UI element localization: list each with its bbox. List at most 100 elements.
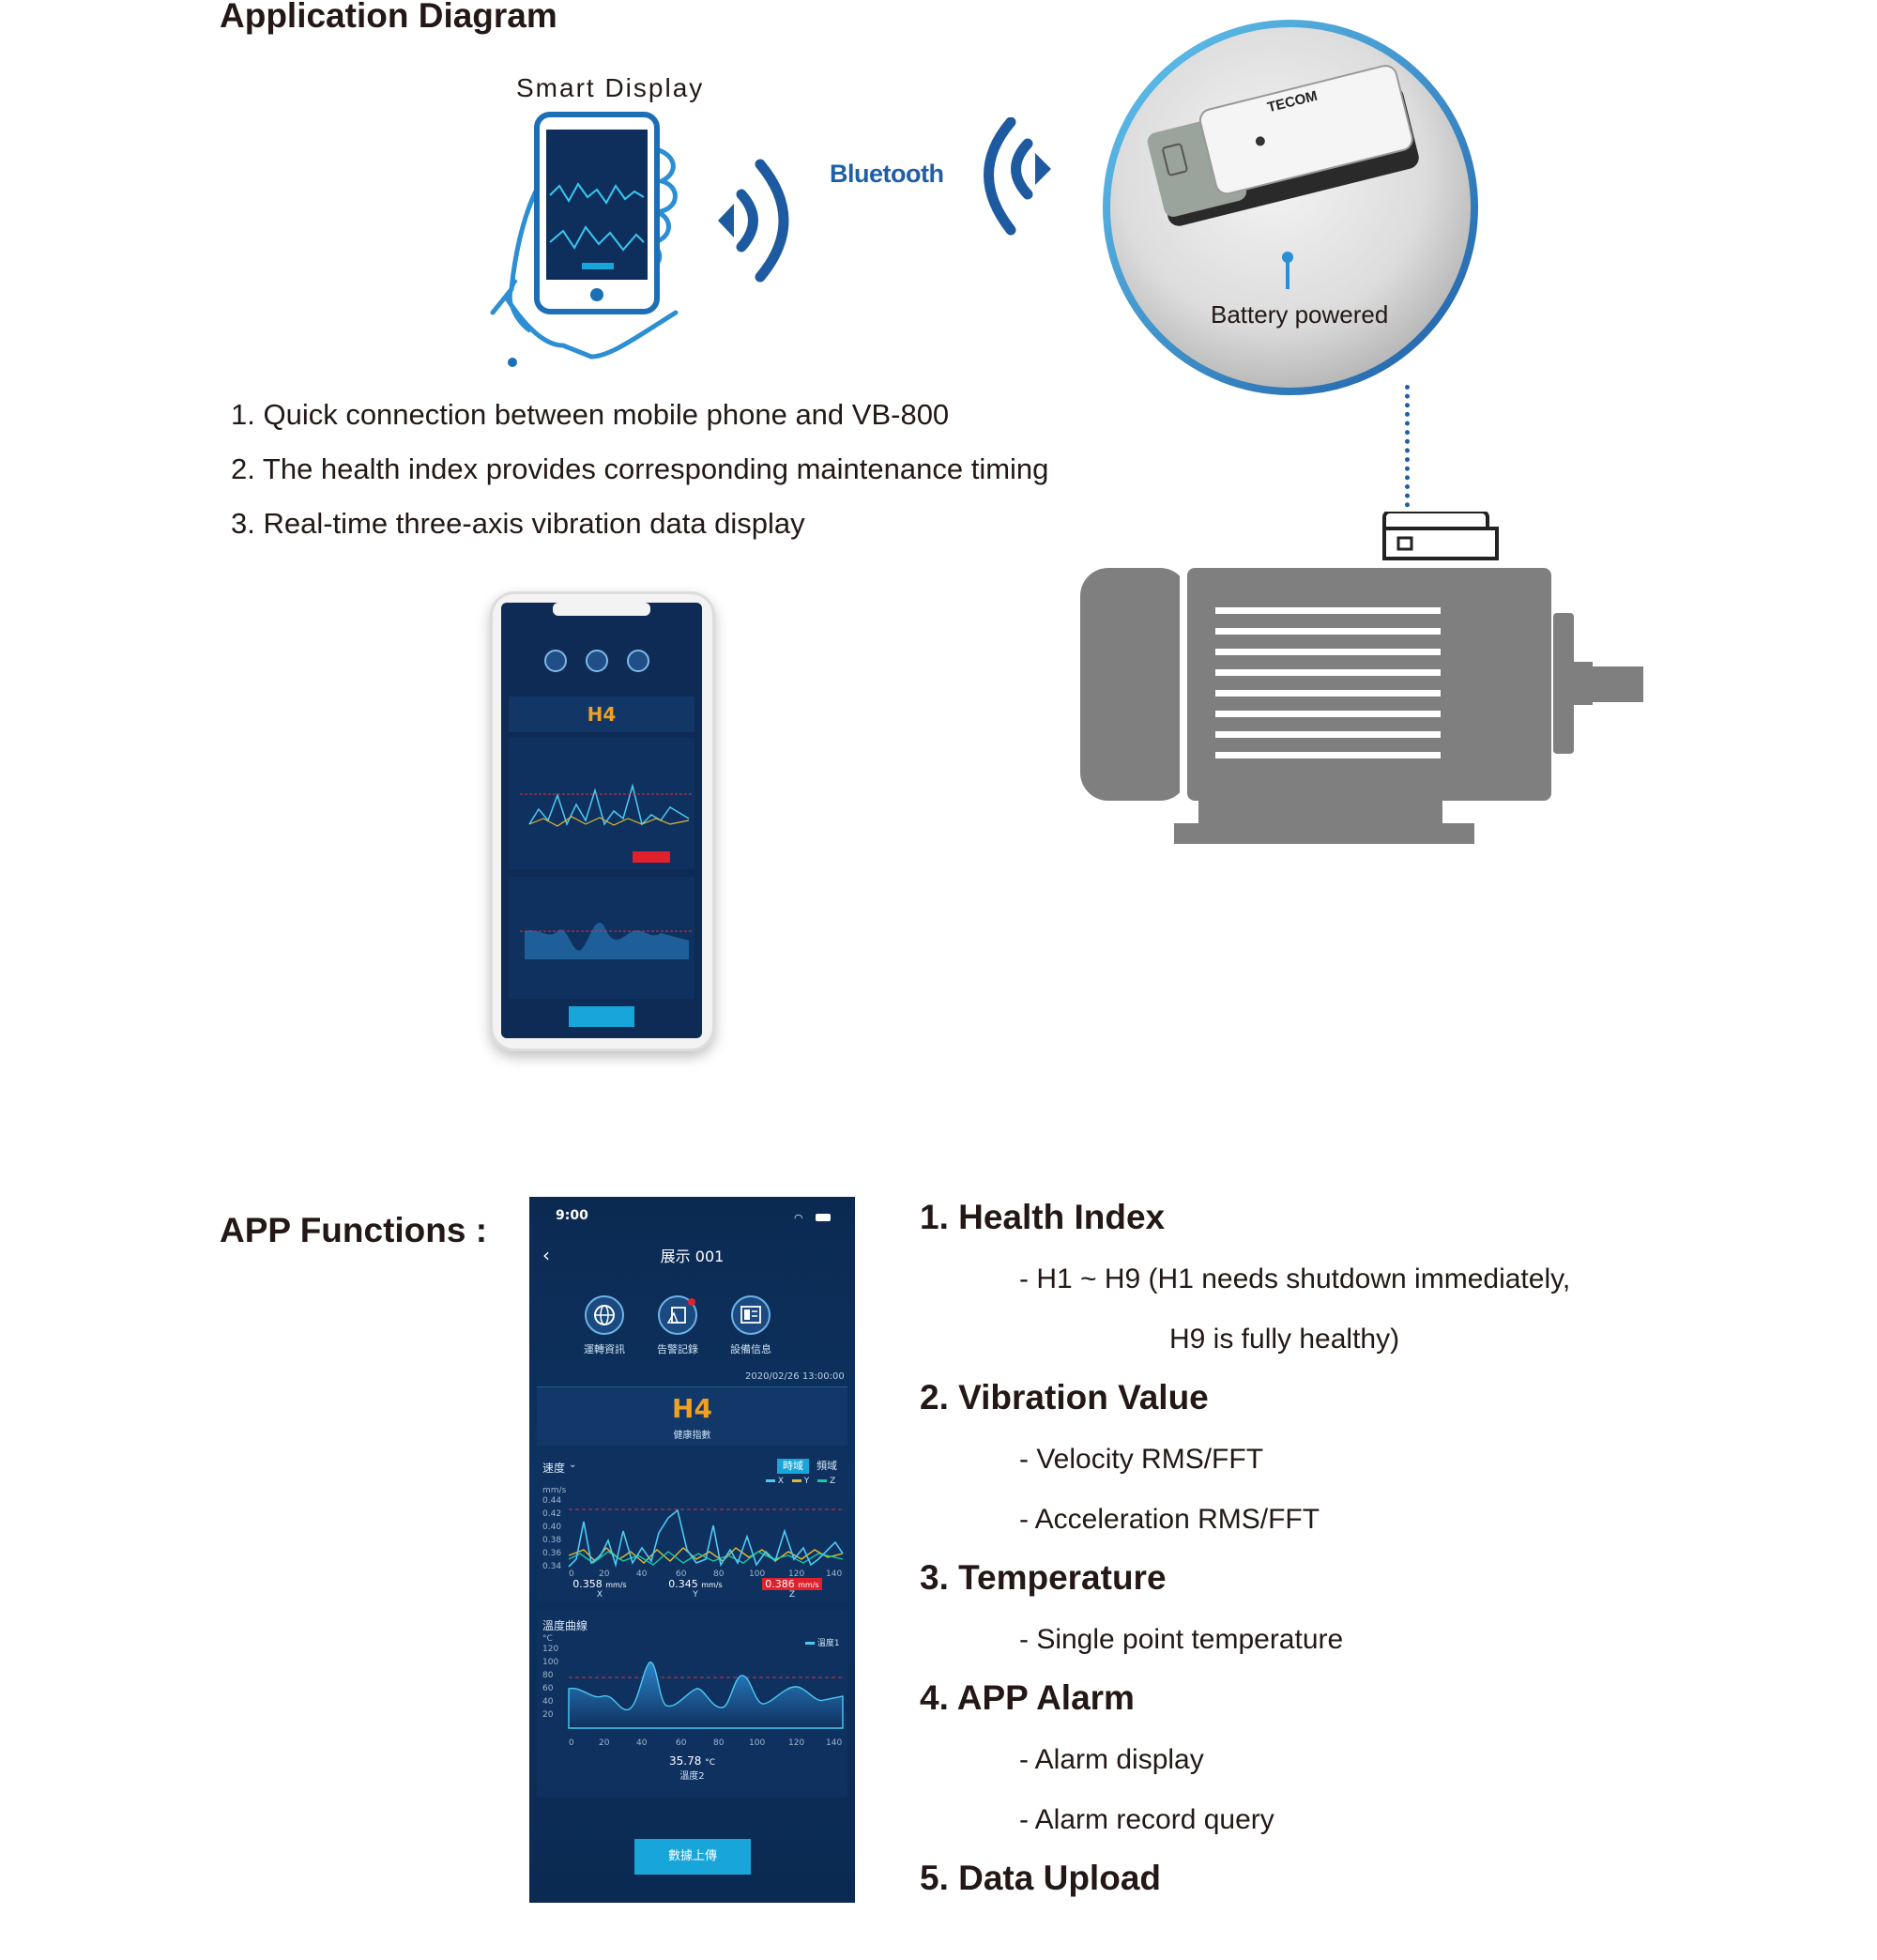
reading-x: 0.358 mm/s X <box>567 1578 633 1600</box>
reading-y: 0.345 mm/s Y <box>663 1578 728 1600</box>
velocity-ytick: 0.34 <box>542 1562 561 1571</box>
alarm-record-icon <box>658 1295 697 1335</box>
temperature-xtick: 100 <box>749 1738 765 1748</box>
velocity-xtick: 100 <box>749 1570 765 1578</box>
temperature-ytick: 60 <box>542 1684 554 1693</box>
feature-3: 3. Real-time three-axis vibration data d… <box>231 507 805 540</box>
temperature-ytick: 40 <box>542 1697 554 1707</box>
temperature-xtick: 0 <box>569 1738 574 1748</box>
velocity-xtick: 20 <box>599 1570 610 1578</box>
motor-illustration <box>1080 512 1643 844</box>
legend-x: X <box>777 1477 785 1486</box>
temperature-ytick: 80 <box>542 1671 554 1680</box>
temperature-unit: °C <box>542 1634 553 1644</box>
temperature-xtick: 20 <box>599 1738 610 1748</box>
screen-title: 展示 001 <box>660 1248 725 1265</box>
function-sub: - Velocity RMS/FFT <box>1019 1444 1264 1475</box>
tab-frequency-domain[interactable]: 頻域 <box>816 1460 837 1472</box>
velocity-ytick: 0.44 <box>542 1496 561 1506</box>
function-heading-health-index: 1. Health Index <box>920 1198 1166 1236</box>
timestamp: 2020/02/26 13:00:00 <box>745 1371 845 1382</box>
temperature-xtick: 40 <box>636 1738 648 1748</box>
small-phone-mockup: H4 <box>490 591 715 1051</box>
temperature-xtick: 80 <box>713 1738 725 1748</box>
velocity-chart: 0.44 0.42 0.40 0.38 0.36 0.34 0 20 40 60… <box>542 1496 844 1578</box>
temperature-legend-label: 溫度1 <box>816 1639 840 1648</box>
temperature-card: 溫度曲線 °C 溫度1 120 100 80 60 40 20 0 20 40 <box>537 1610 847 1798</box>
reading-unit: mm/s <box>605 1581 627 1589</box>
velocity-xtick: 80 <box>713 1570 725 1578</box>
sensor-device-circle <box>1103 20 1478 395</box>
velocity-ytick: 0.38 <box>542 1536 561 1545</box>
nav-operation-info[interactable]: 運轉資訊 <box>576 1294 633 1356</box>
temperature-ytick: 20 <box>542 1710 554 1720</box>
velocity-card: 速度 ⌄ 時域 頻域 X Y Z mm/s 0.44 0.42 0.40 0.3… <box>537 1452 847 1602</box>
legend-y: Y <box>803 1477 810 1486</box>
reading-unit: mm/s <box>701 1581 723 1589</box>
reading-axis: Z <box>788 1590 796 1600</box>
temperature-value: 35.78 <box>669 1754 702 1768</box>
function-sub: - Alarm display <box>1019 1744 1204 1775</box>
velocity-xtick: 120 <box>788 1570 804 1578</box>
temperature-chart: 120 100 80 60 40 20 0 20 40 60 80 100 12… <box>542 1645 844 1748</box>
nav-label: 告警記錄 <box>657 1343 698 1355</box>
velocity-ytick: 0.40 <box>542 1523 561 1532</box>
health-value: H4 <box>672 1393 712 1424</box>
reading-value: 0.358 <box>572 1578 603 1590</box>
feature-1: 1. Quick connection between mobile phone… <box>231 398 950 431</box>
function-heading-temperature: 3. Temperature <box>920 1558 1167 1597</box>
velocity-title[interactable]: 速度 <box>542 1462 566 1475</box>
reading-value: 0.345 <box>668 1578 698 1590</box>
temperature-xtick: 120 <box>788 1738 804 1748</box>
nav-device-info[interactable]: 設備信息 <box>723 1294 779 1356</box>
smart-display-label: Smart Display <box>516 73 705 102</box>
temperature-ytick: 100 <box>542 1658 558 1667</box>
device-info-icon <box>731 1295 771 1335</box>
legend-z: Z <box>830 1477 836 1486</box>
temperature-xtick: 60 <box>676 1738 687 1748</box>
back-button[interactable]: ‹ <box>542 1244 550 1266</box>
wifi-icon: ◠ <box>794 1212 803 1224</box>
velocity-unit: mm/s <box>542 1486 567 1495</box>
battery-label: Battery powered <box>1211 300 1389 329</box>
wireless-signal-icon-reverse <box>984 117 1051 236</box>
function-sub: - Single point temperature <box>1019 1624 1344 1655</box>
app-functions-title: APP Functions : <box>220 1211 488 1249</box>
tab-time-domain[interactable]: 時域 <box>777 1459 809 1474</box>
temperature-caption: 溫度2 <box>679 1771 705 1782</box>
velocity-legend: X Y Z <box>766 1477 835 1486</box>
reading-axis: Y <box>693 1590 698 1600</box>
hand-phone-illustration <box>490 112 679 367</box>
health-label: 健康指數 <box>673 1431 711 1441</box>
temperature-reading: 35.78 °C 溫度2 <box>537 1754 847 1782</box>
svg-text:H4: H4 <box>588 703 617 726</box>
small-phone-screen: H4 <box>509 603 694 1027</box>
status-time: 9:00 <box>556 1208 588 1223</box>
nav-label: 設備信息 <box>730 1343 771 1355</box>
temperature-legend: 溫度1 <box>805 1636 840 1648</box>
health-index-card: H4 健康指數 <box>537 1386 847 1446</box>
battery-icon <box>816 1214 831 1221</box>
function-sub: - H1 ~ H9 (H1 needs shutdown immediately… <box>1019 1263 1571 1294</box>
function-heading-data-upload: 5. Data Upload <box>920 1859 1161 1897</box>
function-sub: - Alarm record query <box>1019 1804 1274 1835</box>
velocity-xtick: 40 <box>636 1570 648 1578</box>
velocity-ytick: 0.42 <box>542 1509 561 1519</box>
temperature-xtick: 140 <box>826 1738 842 1748</box>
diagram-title: Application Diagram <box>220 0 557 35</box>
reading-z-alert: 0.386 mm/s Z <box>758 1578 826 1600</box>
reading-axis: X <box>596 1590 603 1600</box>
function-sub: H9 is fully healthy) <box>1169 1324 1400 1355</box>
data-upload-button[interactable]: 數據上傳 <box>634 1839 751 1875</box>
temperature-ytick: 120 <box>542 1645 558 1654</box>
velocity-xtick: 60 <box>676 1570 687 1578</box>
temperature-title: 溫度曲線 <box>542 1619 588 1632</box>
chevron-down-icon[interactable]: ⌄ <box>569 1460 577 1470</box>
function-sub: - Acceleration RMS/FFT <box>1019 1504 1320 1535</box>
app-screen: 9:00 ◠ ‹ 展示 001 運轉資訊 告警記錄 設備信息 <box>529 1197 855 1903</box>
velocity-ytick: 0.36 <box>542 1549 561 1558</box>
velocity-xtick: 0 <box>569 1570 574 1578</box>
nav-alarm-records[interactable]: 告警記錄 <box>649 1294 706 1356</box>
function-heading-app-alarm: 4. APP Alarm <box>920 1678 1135 1717</box>
bluetooth-label: Bluetooth <box>830 160 944 188</box>
